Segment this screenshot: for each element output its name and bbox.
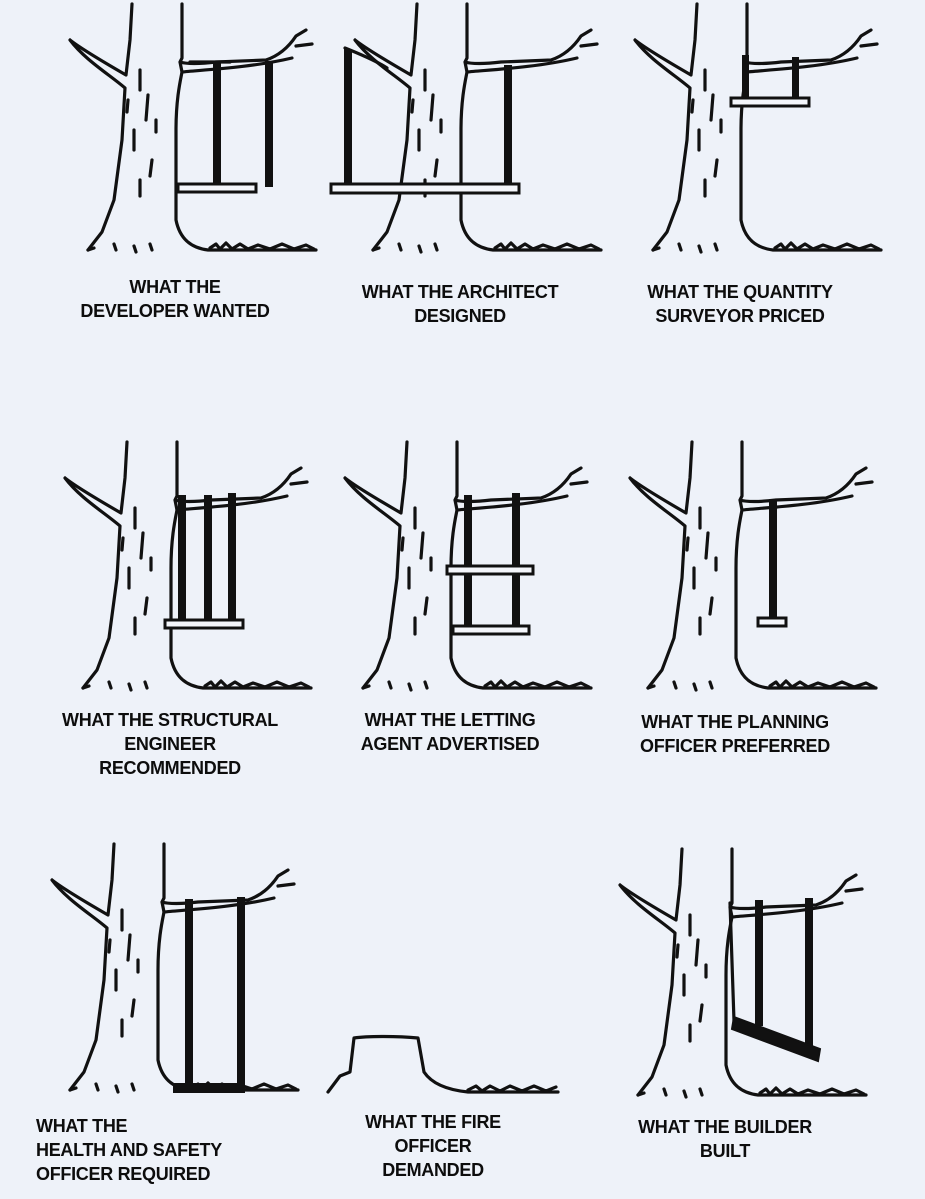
- tree-swing-illustration: [628, 440, 878, 692]
- caption: WHAT THE ARCHITECT DESIGNED: [361, 282, 559, 326]
- caption: WHAT THE DEVELOPER WANTED: [80, 277, 270, 321]
- caption: WHAT THE STRUCTURAL ENGINEER RECOMMENDED: [62, 710, 278, 778]
- caption: WHAT THE PLANNING OFFICER PREFERRED: [640, 712, 830, 756]
- caption: WHAT THE HEALTH AND SAFETY OFFICER REQUI…: [36, 1116, 222, 1184]
- caption: WHAT THE BUILDER BUILT: [638, 1117, 812, 1161]
- caption: WHAT THE QUANTITY SURVEYOR PRICED: [647, 282, 833, 326]
- tree-swing-illustration: [68, 2, 318, 254]
- tree-swing-illustration: [618, 847, 868, 1099]
- tree-swing-illustration: [343, 440, 593, 692]
- tree-swing-illustration: [329, 2, 603, 254]
- caption: WHAT THE LETTING AGENT ADVERTISED: [360, 710, 540, 754]
- tree-stump-illustration: [326, 1034, 560, 1094]
- tree-swing-illustration: [63, 440, 313, 692]
- caption: WHAT THE FIRE OFFICER DEMANDED: [365, 1112, 501, 1180]
- tree-swing-illustration: [50, 842, 300, 1094]
- tree-swing-illustration: [633, 2, 883, 254]
